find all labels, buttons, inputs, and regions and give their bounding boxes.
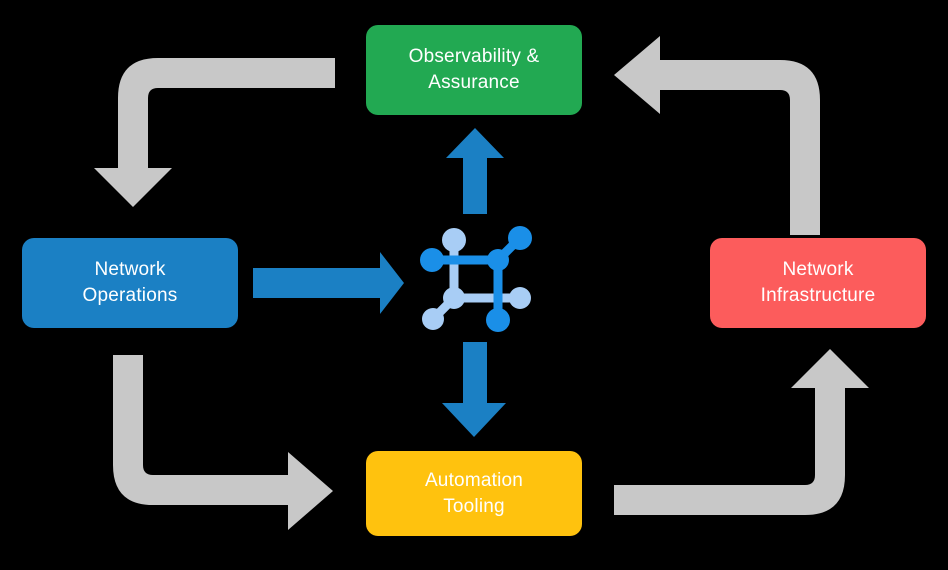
gray-arrow-operations-to-automation xyxy=(113,355,333,530)
blue-arrow-center-to-automation xyxy=(442,342,506,437)
node-box-observability-assurance[interactable]: Observability & Assurance xyxy=(366,25,582,115)
node-box-automation-tooling[interactable]: Automation Tooling xyxy=(366,451,582,536)
gray-arrow-infrastructure-to-observability xyxy=(614,36,820,235)
network-graph-icon xyxy=(420,226,532,332)
gray-arrow-automation-to-infrastructure xyxy=(614,349,869,515)
node-box-network-infrastructure[interactable]: Network Infrastructure xyxy=(710,238,926,328)
blue-arrow-operations-to-center xyxy=(253,252,404,314)
node-label-automation-tooling: Automation Tooling xyxy=(424,469,524,517)
node-label-network-infrastructure: Network Infrastructure xyxy=(760,259,876,306)
icon-nodes-dark xyxy=(420,226,532,332)
icon-nodes-light xyxy=(422,228,531,330)
node-label-network-operations: Network Operations xyxy=(82,259,178,306)
blue-arrow-center-to-observability xyxy=(446,128,504,214)
node-label-observability-assurance: Observability & Assurance xyxy=(408,46,540,93)
gray-arrow-observability-to-operations xyxy=(94,58,335,207)
node-box-network-operations[interactable]: Network Operations xyxy=(22,238,238,328)
